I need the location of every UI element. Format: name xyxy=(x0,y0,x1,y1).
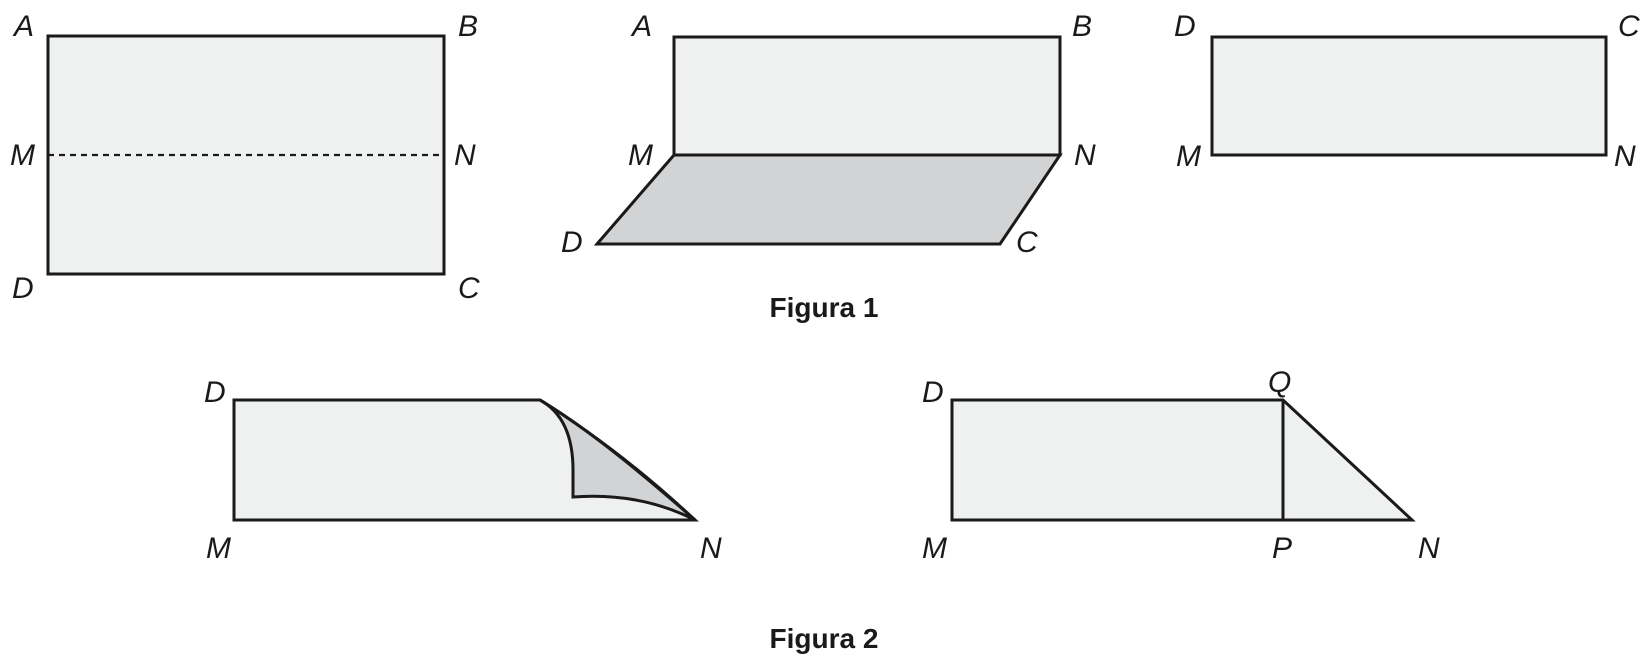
figura1-step3-folded-rectangle: D C M N xyxy=(1174,10,1640,173)
label-c: C xyxy=(1016,226,1038,259)
label-m: M xyxy=(10,139,35,172)
label-a: A xyxy=(630,10,652,43)
label-a: A xyxy=(12,10,34,43)
figura2-step1-corner-folding: D M N xyxy=(204,376,722,565)
label-q: Q xyxy=(1268,366,1291,399)
label-b: B xyxy=(458,10,478,43)
label-n: N xyxy=(1418,532,1440,565)
figura2-step2-trapezoid: D Q M P N xyxy=(922,366,1440,565)
label-n: N xyxy=(700,532,722,565)
label-n: N xyxy=(1074,139,1096,172)
trapezoid-dqnm xyxy=(950,398,1416,522)
label-d: D xyxy=(922,376,944,409)
label-d: D xyxy=(12,272,34,305)
label-m: M xyxy=(922,532,947,565)
label-n: N xyxy=(454,139,476,172)
label-m: M xyxy=(206,532,231,565)
label-m: M xyxy=(1176,140,1201,173)
upper-half-abnm xyxy=(672,35,1062,157)
fold-edge xyxy=(539,398,696,522)
label-d: D xyxy=(561,226,583,259)
label-m: M xyxy=(628,139,653,172)
label-d: D xyxy=(204,376,226,409)
label-p: P xyxy=(1272,532,1292,565)
folding-half-mncd xyxy=(593,153,1063,246)
figura1-step2-half-folded: A B M N D C xyxy=(561,10,1096,259)
caption-figura-1: Figura 1 xyxy=(770,292,879,323)
rectangle-dcnm xyxy=(1210,35,1608,157)
figura1-step1-unfolded-rectangle: A B M N D C xyxy=(10,10,480,305)
label-c: C xyxy=(458,272,480,305)
caption-figura-2: Figura 2 xyxy=(770,623,879,654)
label-d: D xyxy=(1174,10,1196,43)
label-b: B xyxy=(1072,10,1092,43)
label-c: C xyxy=(1618,10,1640,43)
label-n: N xyxy=(1614,140,1636,173)
